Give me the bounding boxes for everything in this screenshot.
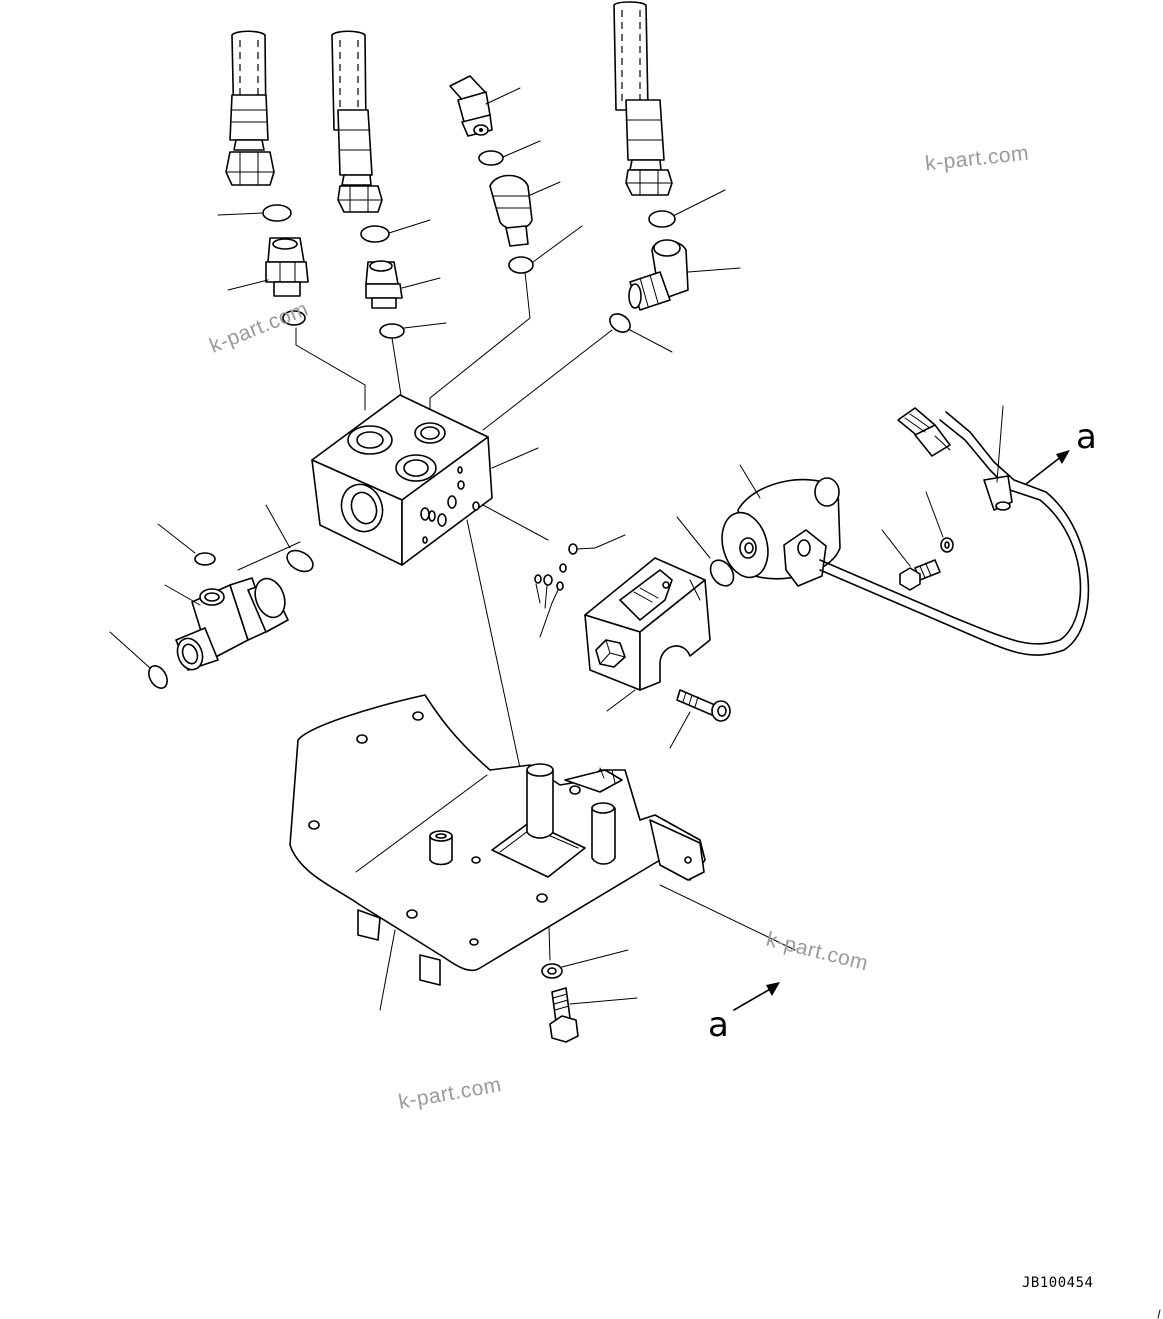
- drawing-code: JB100454: [1022, 1275, 1094, 1291]
- o-ring-upper-right: [648, 189, 726, 228]
- view-arrow-upper: [1025, 450, 1070, 485]
- washer-coil: [925, 491, 954, 553]
- pressure-sensor: [449, 75, 521, 137]
- hose-left: [225, 30, 275, 186]
- adapter-left: [227, 237, 309, 297]
- o-ring-solenoid: [676, 516, 735, 587]
- hose-middle: [331, 30, 383, 213]
- o-ring-upper-middle: [360, 219, 431, 243]
- bolt-bottom: [549, 987, 638, 1043]
- o-ring-adapter-left: [282, 310, 306, 326]
- view-arrow-lower: [733, 982, 780, 1011]
- hose-right: [613, 1, 673, 196]
- cap-screw-small: [669, 689, 731, 749]
- tee-fitting-left: [164, 577, 289, 671]
- elbow-fitting-top: [489, 174, 561, 247]
- o-ring-elbow-right: [609, 313, 673, 353]
- plug-set: [534, 534, 626, 638]
- view-marker-lower: a: [708, 1005, 729, 1045]
- bolt-coil: [881, 529, 941, 591]
- valve-block: [311, 394, 539, 566]
- washer-bottom: [541, 949, 629, 979]
- wire-connector: [897, 405, 1004, 483]
- o-ring-left-upper: [157, 523, 216, 566]
- solenoid-wire: [819, 411, 1090, 656]
- adapter-middle: [365, 260, 441, 309]
- o-ring-upper-left: [217, 204, 292, 222]
- o-ring-elbow-lower: [508, 225, 583, 274]
- mounting-plate: [289, 694, 706, 1011]
- o-ring-block-front: [265, 504, 314, 573]
- o-ring-sensor: [478, 140, 541, 166]
- solenoid-coil: [721, 464, 841, 587]
- elbow-fitting-right: [628, 239, 741, 311]
- o-ring-left-lower: [109, 631, 168, 689]
- o-ring-adapter-middle: [379, 322, 447, 339]
- solenoid-housing: [584, 557, 711, 712]
- view-marker-upper: a: [1076, 417, 1097, 457]
- corner-tick: [1157, 1309, 1161, 1319]
